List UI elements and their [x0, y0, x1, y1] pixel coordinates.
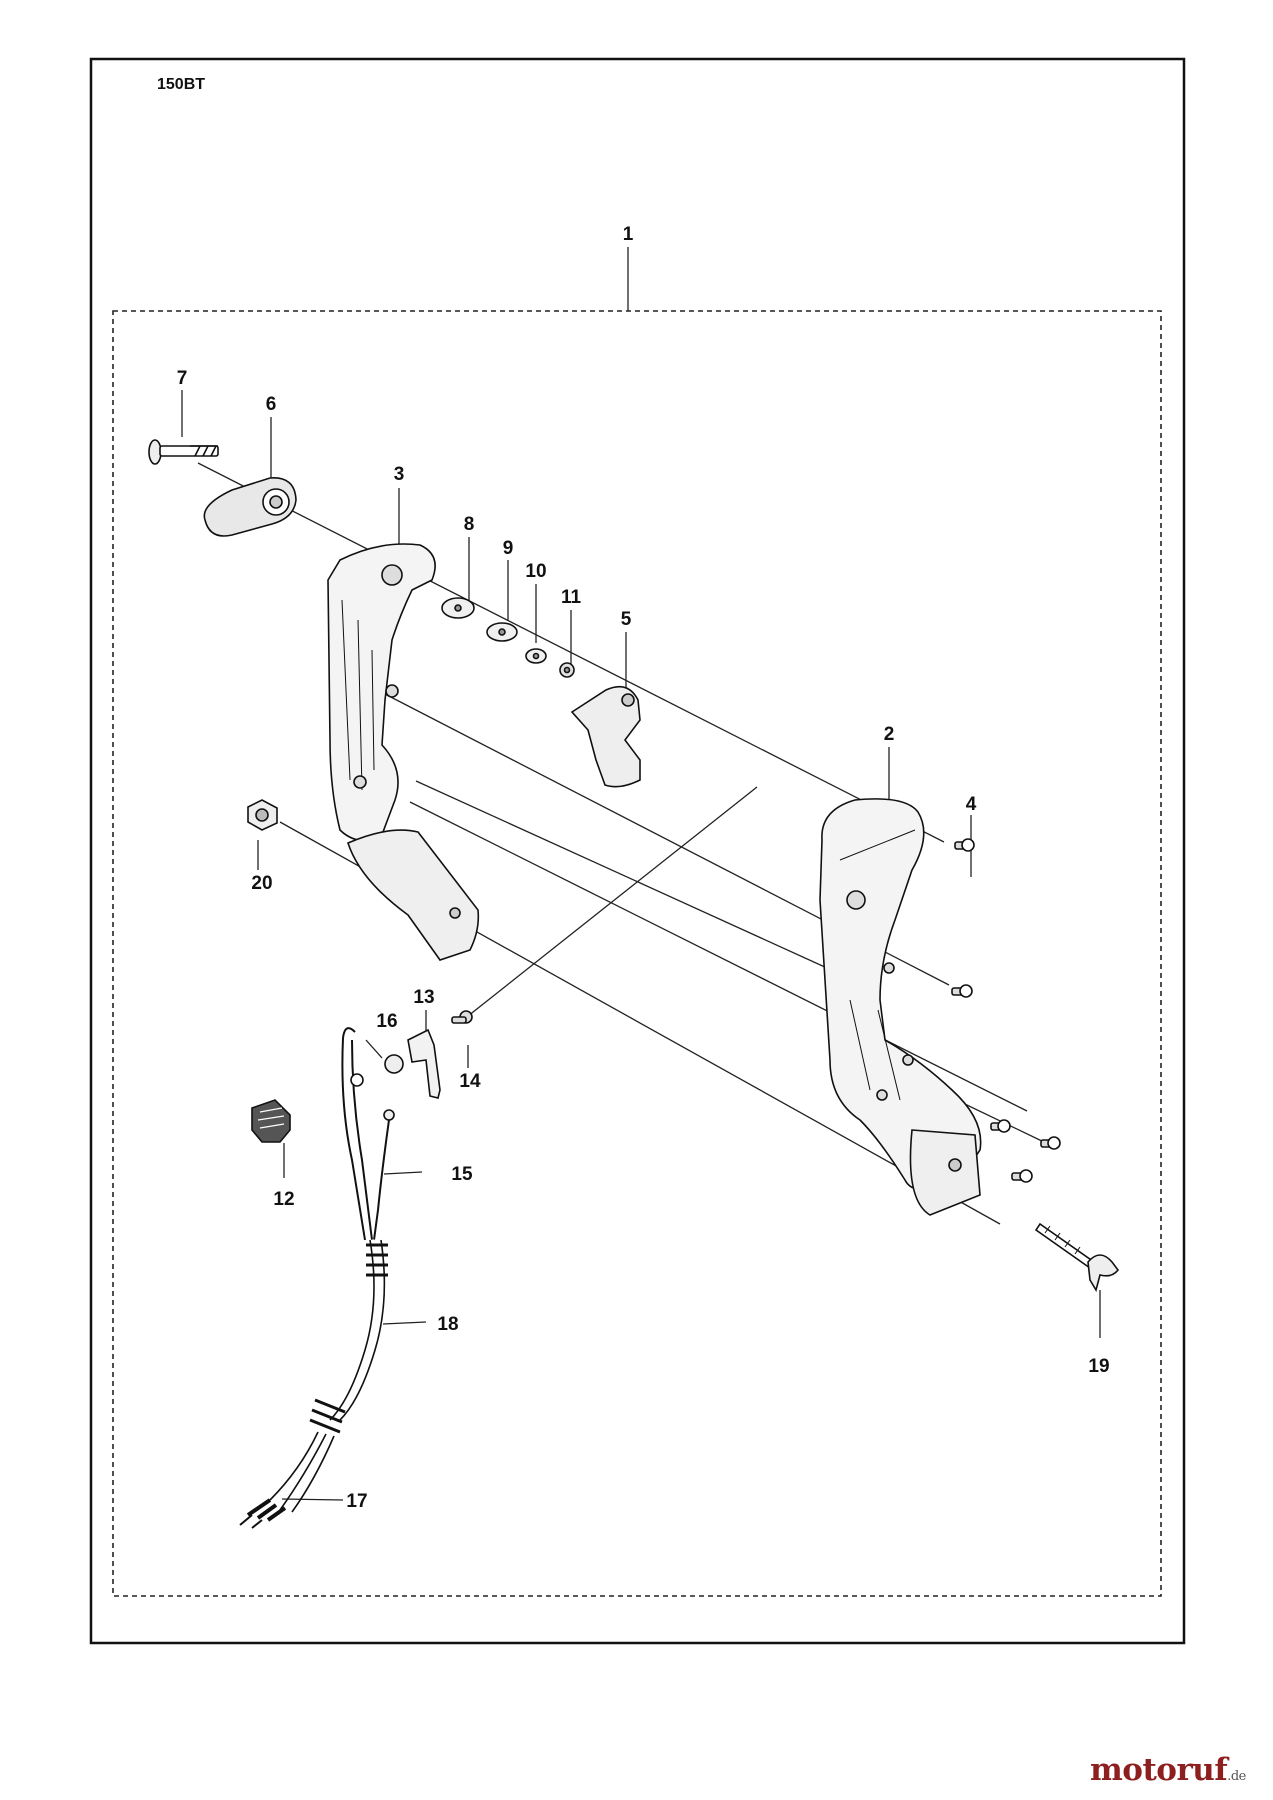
screw-part-4 — [951, 838, 1061, 1183]
callout-20: 20 — [251, 873, 272, 894]
callout-14: 14 — [459, 1071, 481, 1092]
callout-18: 18 — [437, 1314, 458, 1335]
cable-harness-part-18 — [239, 1027, 404, 1529]
model-title: 150BT — [157, 76, 205, 93]
trigger-part-5 — [570, 685, 641, 788]
handle-half-part-3 — [327, 543, 436, 845]
handle-half-part-2 — [819, 798, 982, 1216]
handle-bracket-part-6 — [203, 477, 297, 537]
switch-part-12 — [251, 1099, 291, 1143]
callout-11: 11 — [561, 587, 582, 608]
callout-labels: 1 2 3 4 5 6 7 8 9 10 11 12 13 14 15 16 1… — [177, 224, 1110, 1512]
kit-boundary — [112, 310, 1162, 1597]
callout-3: 3 — [394, 464, 405, 485]
callout-7: 7 — [177, 368, 188, 389]
callout-10: 10 — [525, 561, 546, 582]
washer-part-10 — [525, 648, 547, 664]
guard-piece — [347, 829, 480, 961]
callout-8: 8 — [464, 514, 475, 535]
callout-2: 2 — [884, 724, 895, 745]
watermark-logo[interactable]: motoruf.de — [1090, 1752, 1246, 1788]
watermark-text: motoruf — [1090, 1752, 1228, 1788]
callout-13: 13 — [413, 987, 434, 1008]
watermark-suffix: .de — [1227, 1769, 1246, 1784]
nut-part-11 — [559, 662, 575, 678]
callout-4: 4 — [966, 794, 977, 815]
clip-part-13 — [407, 1028, 441, 1099]
callout-15: 15 — [451, 1164, 473, 1185]
outer-frame — [89, 57, 1186, 1645]
wing-bolt-part-19 — [1034, 1222, 1120, 1293]
callout-6: 6 — [266, 394, 277, 415]
assembly-lines — [181, 247, 1101, 1501]
callout-12: 12 — [273, 1189, 294, 1210]
callout-9: 9 — [503, 538, 514, 559]
screw-part-14 — [451, 1010, 473, 1024]
callout-5: 5 — [621, 609, 632, 630]
callout-1: 1 — [623, 224, 634, 245]
nut-part-20 — [247, 799, 278, 831]
callout-16: 16 — [376, 1011, 397, 1032]
callout-17: 17 — [346, 1491, 367, 1512]
callout-19: 19 — [1088, 1356, 1109, 1377]
bolt-part-7 — [148, 439, 219, 465]
washer-part-8 — [441, 597, 475, 619]
washer-part-9 — [486, 622, 518, 642]
